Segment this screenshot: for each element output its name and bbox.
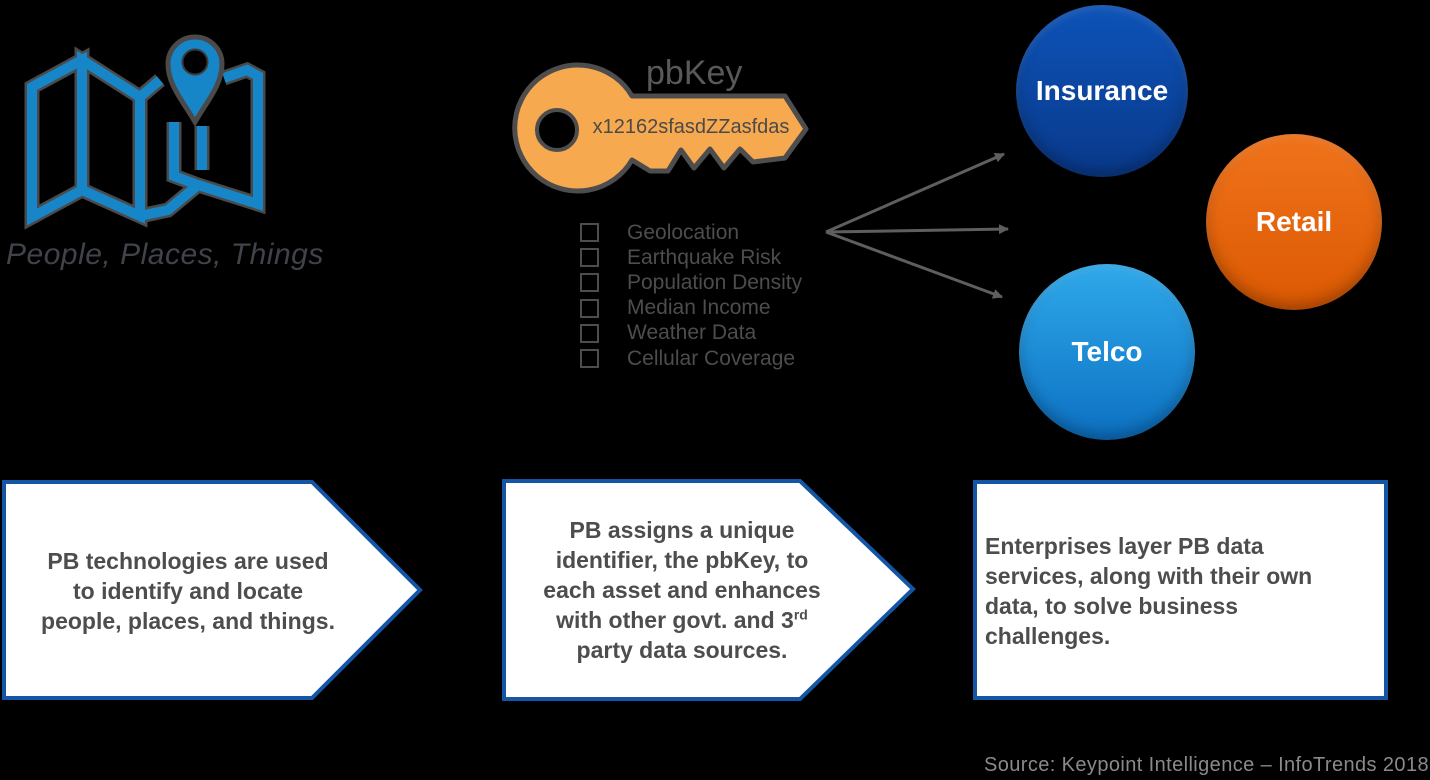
arrow-to-retail [825, 224, 1009, 235]
step-line: PB technologies are used [47, 548, 329, 574]
process-flow-shapes [2, 479, 1388, 701]
industry-circle-retail: Retail [1206, 134, 1382, 310]
step-line: with other govt. and 3rd [556, 606, 808, 633]
checkbox-icon[interactable] [580, 273, 599, 293]
attribute-checklist: Geolocation Earthquake Risk Population D… [580, 220, 802, 371]
attribute-label: Population Density [627, 270, 803, 294]
industry-label: Insurance [1035, 75, 1169, 106]
checklist-row: Cellular Coverage [580, 346, 802, 371]
key-icon [512, 62, 809, 194]
pbkey-code: x12162sfasdZZasfdas [592, 116, 790, 138]
attribute-label: Earthquake Risk [627, 245, 782, 269]
arrow-to-telco [825, 230, 1003, 299]
checklist-row: Population Density [580, 270, 802, 295]
source-note: Source: Keypoint Intelligence – InfoTren… [983, 754, 1429, 776]
industry-label: Retail [1255, 206, 1333, 237]
process-step-1-chevron [2, 480, 423, 700]
checklist-row: Weather Data [580, 321, 802, 346]
pbkey-title: pbKey [646, 54, 743, 92]
data-flow-arrows [825, 152, 1009, 299]
step-line: services, along with their own [985, 563, 1313, 589]
checkbox-icon[interactable] [580, 248, 599, 268]
step-line: identifier, the pbKey, to [555, 547, 809, 573]
location-pin-icon [165, 34, 225, 128]
key-hole [535, 108, 579, 152]
superscript-rd: rd [793, 606, 808, 623]
step-line: PB assigns a unique [569, 517, 795, 543]
step-line: data, to solve business [985, 593, 1239, 619]
process-step-1-text: PB technologies are used to identify and… [10, 546, 366, 636]
industry-circle-insurance: Insurance [1016, 5, 1188, 177]
step-line: party data sources. [576, 637, 788, 663]
checklist-row: Geolocation [580, 220, 802, 245]
checklist-row: Median Income [580, 296, 802, 321]
attribute-label: Cellular Coverage [627, 346, 796, 370]
checklist-row: Earthquake Risk [580, 245, 802, 270]
checkbox-icon[interactable] [580, 323, 599, 343]
step-line: each asset and enhances [543, 577, 821, 603]
location-pin-hole [181, 48, 209, 76]
step-line: challenges. [985, 623, 1111, 649]
process-step-2-text: PB assigns a unique identifier, the pbKe… [512, 515, 852, 665]
step-line: Enterprises layer PB data [985, 533, 1264, 559]
checkbox-icon[interactable] [580, 349, 599, 369]
checkbox-icon[interactable] [580, 223, 599, 243]
key-body [512, 62, 809, 194]
industry-circle-telco: Telco [1019, 264, 1195, 440]
map-icon-fold-lines [27, 50, 263, 226]
map-icon [24, 34, 266, 230]
attribute-label: Geolocation [627, 220, 740, 244]
attribute-label: Median Income [627, 296, 771, 320]
identify-caption: People, Places, Things [6, 238, 324, 271]
industry-label: Telco [1071, 336, 1143, 367]
step-line: people, places, and things. [41, 608, 335, 634]
step-line: to identify and locate [72, 578, 304, 604]
checkbox-icon[interactable] [580, 298, 599, 318]
process-step-3-text: Enterprises layer PB data services, alon… [985, 531, 1381, 651]
arrow-to-insurance [825, 152, 1005, 234]
process-step-3-rectangle [973, 480, 1388, 700]
process-step-2-chevron [502, 479, 916, 701]
attribute-label: Weather Data [627, 321, 757, 345]
